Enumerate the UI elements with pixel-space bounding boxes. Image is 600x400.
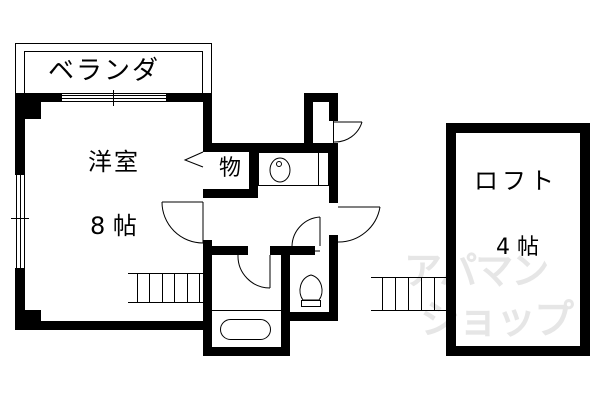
kitchen-counter [258,152,329,186]
stairs-left [128,273,203,303]
loft-label: ロフト [474,167,558,195]
loft-size: 4 帖 [496,235,539,260]
watermark-line2: ショップ [420,297,574,343]
toilet [299,274,323,307]
western-room-size: 8 帖 [90,212,137,240]
western-room-walls [15,93,212,330]
western-room-label: 洋室 [88,148,140,176]
balcony-window [62,90,166,106]
storage-label: 物 [219,156,242,181]
central-walls [203,93,338,356]
doors [161,120,381,289]
side-window [11,168,29,268]
watermark-line1: アパマン [404,249,549,293]
stairs-loft [371,277,446,311]
veranda-label: ベランダ [48,56,161,86]
loft-walls [446,123,590,356]
bathtub [212,310,281,340]
